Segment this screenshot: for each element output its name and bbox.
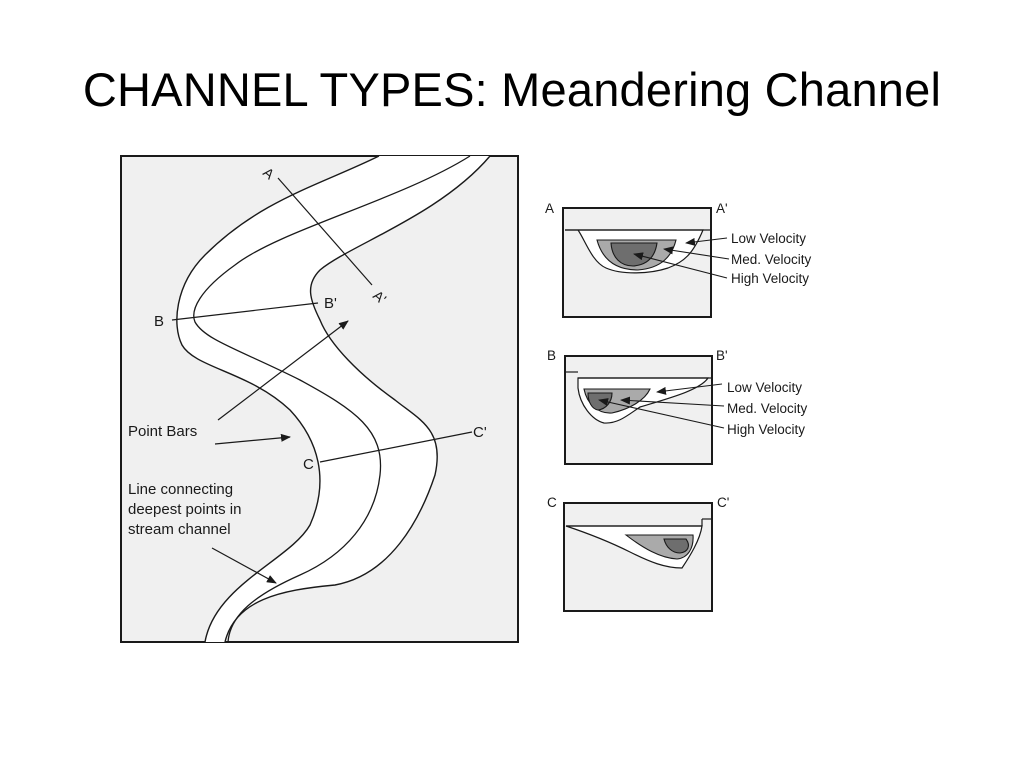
cross-section-c: C C' <box>547 495 729 612</box>
section-line-b <box>171 302 319 321</box>
cross-section-a-high-label: High Velocity <box>731 271 809 286</box>
cross-section-b-med-arrow <box>620 396 725 407</box>
cross-section-a-low-arrow <box>685 237 728 246</box>
cross-section-a-right-label: A' <box>716 201 728 216</box>
cross-section-a-frame <box>562 207 712 318</box>
point-bars-arrow-lower <box>214 433 291 445</box>
thalweg-label-line-2: deepest points in <box>128 501 241 518</box>
cross-section-a-high-arrow <box>633 252 728 279</box>
thalweg-label-line-3: stream channel <box>128 521 231 538</box>
slide-title: CHANNEL TYPES: Meandering Channel <box>82 63 942 116</box>
cross-section-b-right-label: B' <box>716 348 728 363</box>
cross-section-a-med-label: Med. Velocity <box>731 252 812 267</box>
section-line-a <box>277 177 373 286</box>
cross-section-c-frame <box>563 502 713 612</box>
river-right-bank <box>224 155 491 643</box>
section-label-c: C <box>303 456 314 473</box>
cross-section-a-med-arrow <box>663 246 730 260</box>
section-label-c-prime: C' <box>473 424 487 441</box>
point-bars-label: Point Bars <box>128 423 197 440</box>
cross-section-b-low-label: Low Velocity <box>727 380 802 395</box>
cross-section-a: A A' Low Velocity Med. Velocity High Vel… <box>545 201 812 318</box>
cross-section-a-left-label: A <box>545 201 554 216</box>
cross-section-b-low-arrow <box>656 383 723 395</box>
cross-section-b: B B' Low Velocity Med. Velocity High Vel… <box>547 348 808 465</box>
plan-view: A A' B B' C C' Point Bars Line connectin… <box>120 155 519 643</box>
thalweg-arrow <box>211 547 277 584</box>
section-label-b-prime: B' <box>324 295 337 312</box>
cross-section-b-high-label: High Velocity <box>727 422 805 437</box>
section-line-c <box>319 431 473 463</box>
cross-section-c-right-label: C' <box>717 495 729 510</box>
thalweg-label-line-1: Line connecting <box>128 481 233 498</box>
river-left-bank <box>176 155 380 643</box>
cross-section-c-high-zone <box>663 538 689 554</box>
cross-section-b-left-label: B <box>547 348 556 363</box>
cross-section-b-med-label: Med. Velocity <box>727 401 808 416</box>
section-label-b: B <box>154 313 164 330</box>
point-bars-arrow-upper <box>217 320 349 421</box>
cross-section-c-left-label: C <box>547 495 557 510</box>
thalweg-inner-line <box>193 155 471 643</box>
cross-section-a-low-label: Low Velocity <box>731 231 806 246</box>
cross-section-b-high-arrow <box>598 398 725 429</box>
